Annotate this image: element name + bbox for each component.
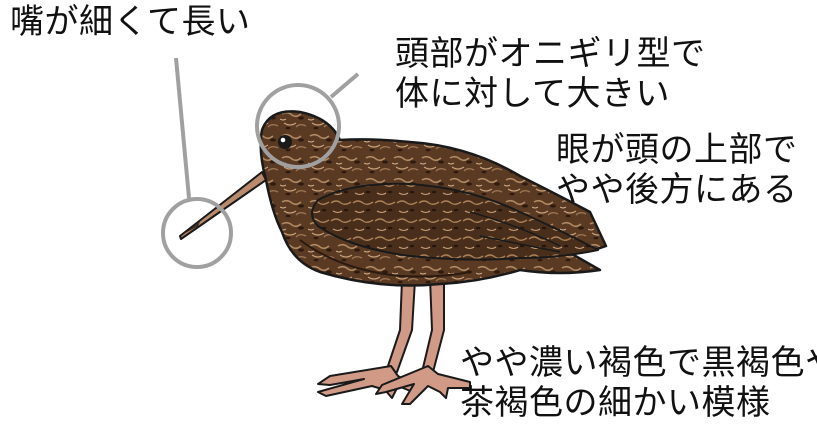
head-annotation-line-2: 体に対して大きい (395, 74, 670, 114)
bill-annotation-line-1: 嘴が細くて長い (10, 2, 251, 42)
eye-annotation-line-2: やや後方にある (556, 170, 798, 210)
plumage-annotation-line-2: 茶褐色の細かい模様 (460, 383, 771, 423)
plumage-annotation: やや濃い褐色で黒褐色や 茶褐色の細かい模様 (460, 343, 817, 423)
bird-wing (311, 182, 599, 261)
bird-eye (278, 135, 292, 149)
bird-bill (179, 171, 267, 240)
eye-annotation: 眼が頭の上部で やや後方にある (556, 130, 798, 210)
head-annotation-line-1: 頭部がオニギリ型で (395, 34, 706, 74)
head-annotation: 頭部がオニギリ型で 体に対して大きい (395, 34, 706, 114)
head-callout-circle (255, 83, 341, 169)
head-callout-line (329, 72, 360, 99)
bill-callout-circle (161, 197, 233, 269)
bill-callout-line (174, 57, 191, 199)
bill-annotation: 嘴が細くて長い (10, 2, 250, 42)
bird-legs (317, 277, 471, 405)
plumage-annotation-line-1: やや濃い褐色で黒褐色や (460, 343, 817, 383)
eye-annotation-line-1: 眼が頭の上部で (556, 130, 798, 170)
